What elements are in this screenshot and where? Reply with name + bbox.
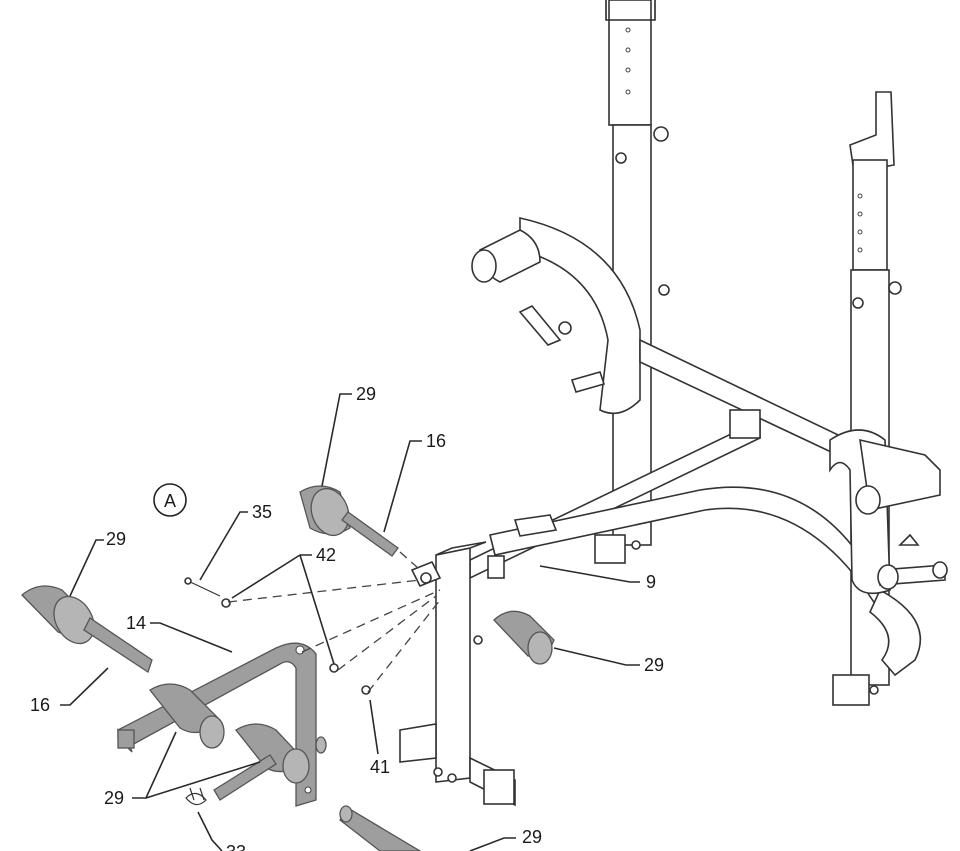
callout-16-top: 16: [426, 431, 446, 451]
callout-9: 9: [646, 572, 656, 592]
callout-42: 42: [316, 545, 336, 565]
callout-29-top: 29: [356, 384, 376, 404]
foam-roller-left: [21, 585, 153, 674]
callout-14: 14: [126, 613, 146, 633]
foam-roller-right: [493, 610, 555, 665]
callout-33: 33: [226, 842, 246, 851]
callout-41: 41: [370, 757, 390, 777]
left-upright: [605, 0, 669, 546]
front-post: [399, 541, 516, 807]
callout-16-left: 16: [30, 695, 50, 715]
foam-roller-frame: [149, 683, 327, 801]
front-arm: [829, 429, 948, 595]
callout-35: 35: [252, 502, 272, 522]
callout-29-right: 29: [644, 655, 664, 675]
rear-arm: [471, 217, 670, 415]
leader-lines: [60, 393, 640, 851]
callout-29-bottom: 29: [522, 827, 542, 847]
foam-roller-upper: [299, 485, 399, 557]
detail-marker: A: [153, 483, 187, 517]
callout-29-left: 29: [106, 529, 126, 549]
foam-roller-bottom: [339, 805, 422, 851]
bench-frame: [399, 0, 948, 807]
detail-marker-label: A: [164, 491, 176, 511]
leg-developer-frame: [117, 642, 317, 807]
hardware: [184, 577, 371, 806]
cross-bars: [469, 338, 922, 677]
leg-developer-parts: [21, 485, 555, 851]
alignment-lines: [227, 551, 441, 693]
callout-29-frame: 29: [104, 788, 124, 808]
